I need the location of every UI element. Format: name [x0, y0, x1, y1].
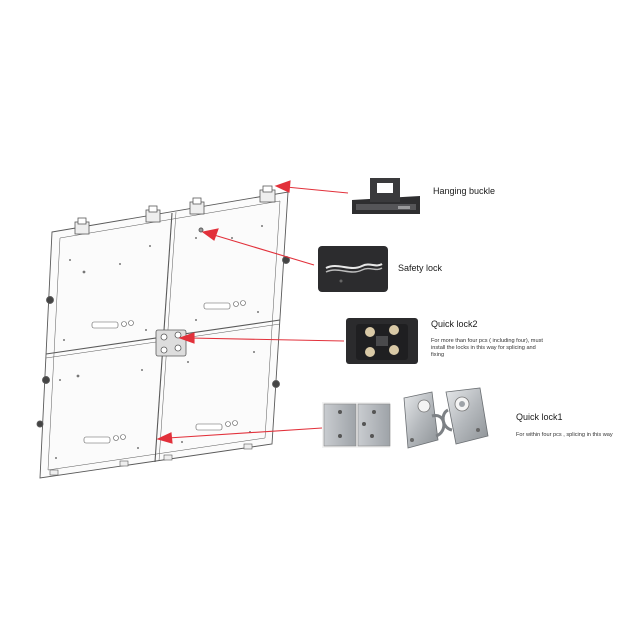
- cabinet-assembly: [36, 185, 290, 479]
- arrow-quick-lock1: [156, 427, 323, 444]
- arrow-safety-lock: [201, 228, 315, 266]
- top-hanging-buckle-mid1: [145, 205, 161, 223]
- top-hanging-buckle-right: [259, 185, 276, 203]
- top-hanging-buckle-left: [74, 217, 90, 235]
- photo-quick-lock2: [346, 318, 418, 364]
- quick-lock1-label: Quick lock1: [516, 412, 563, 422]
- side-knob: [46, 296, 54, 304]
- panel-connector-group: [83, 300, 246, 444]
- side-knob: [42, 376, 50, 384]
- arrow-hanging-buckle: [274, 180, 349, 194]
- photo-quick-lock1: [322, 387, 489, 449]
- callout-arrows: [156, 180, 349, 444]
- hanging-buckle-label: Hanging buckle: [433, 186, 496, 196]
- latch-right: [441, 387, 489, 445]
- bottom-feet: [49, 443, 253, 476]
- photo-safety-lock: [318, 246, 388, 292]
- top-hanging-buckle-mid2: [189, 197, 205, 215]
- quick-lock1-note: For within four pcs , splicing in this w…: [516, 432, 613, 438]
- screw-dots: [55, 225, 263, 459]
- latch-left: [403, 391, 446, 449]
- side-knob: [36, 420, 44, 428]
- safety-lock-label: Safety lock: [398, 263, 443, 273]
- side-knob: [272, 380, 280, 388]
- safety-lock-point: [198, 227, 204, 233]
- center-quick-lock: [155, 329, 187, 357]
- quick-lock2-note: For more than four pcs ( including four)…: [431, 338, 543, 358]
- quick-lock2-label: Quick lock2: [431, 319, 478, 329]
- photo-hanging-buckle: [352, 172, 420, 216]
- arrow-quick-lock2: [178, 332, 345, 344]
